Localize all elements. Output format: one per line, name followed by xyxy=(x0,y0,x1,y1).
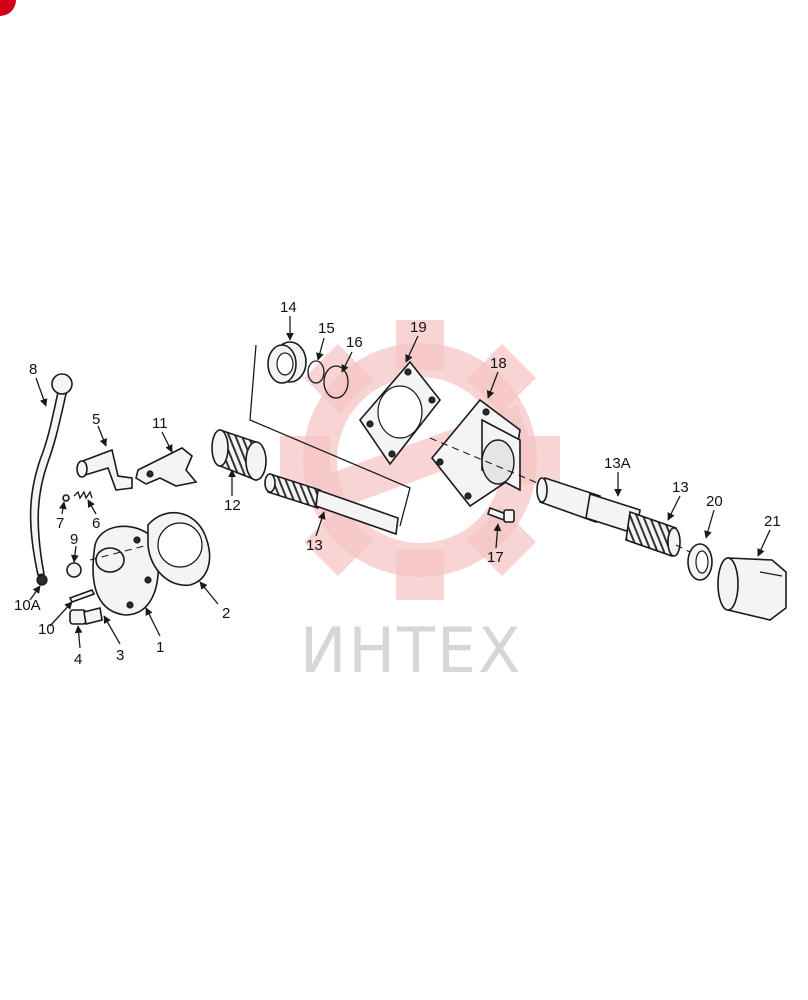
callout-13a: 13A xyxy=(604,455,631,472)
snap-ring-part-15 xyxy=(307,360,325,384)
corner-badge xyxy=(0,0,16,16)
shaft-part-13-middle xyxy=(264,472,399,536)
callout-19: 19 xyxy=(410,319,427,336)
bolt-part-17 xyxy=(486,506,515,523)
callout-2: 2 xyxy=(222,605,230,622)
callout-4: 4 xyxy=(74,651,82,668)
ball-part-7 xyxy=(62,494,70,502)
callout-7: 7 xyxy=(56,515,64,532)
callout-17: 17 xyxy=(487,549,504,566)
callout-9: 9 xyxy=(70,531,78,548)
coupler-part-12 xyxy=(211,428,267,482)
callout-11: 11 xyxy=(152,415,168,432)
callout-5: 5 xyxy=(92,411,100,428)
callout-21: 21 xyxy=(764,513,781,530)
callout-16: 16 xyxy=(346,334,363,351)
ring-part-20 xyxy=(687,543,713,581)
gasket-part-19 xyxy=(358,360,442,466)
callout-18: 18 xyxy=(490,355,507,372)
splined-shaft-part-13-right xyxy=(625,510,681,558)
callout-12: 12 xyxy=(224,497,241,514)
pin-part-10 xyxy=(68,589,96,603)
washer-part-9 xyxy=(66,562,82,578)
plate-part-1 xyxy=(92,525,160,616)
callout-20: 20 xyxy=(706,493,723,510)
callout-8: 8 xyxy=(29,361,37,378)
housing-part-18 xyxy=(430,398,521,508)
retaining-ring-part-16 xyxy=(323,365,349,399)
callout-10: 10 xyxy=(38,621,55,638)
callout-13-middle: 13 xyxy=(306,537,323,554)
callout-14: 14 xyxy=(280,299,297,316)
spring-part-6 xyxy=(73,490,93,500)
shift-shaft-part-5 xyxy=(76,448,133,491)
callout-13-right: 13 xyxy=(672,479,689,496)
callout-15: 15 xyxy=(318,320,335,337)
shift-fork-part-11 xyxy=(135,447,198,487)
shaft-part-13a xyxy=(536,476,641,536)
callout-10a: 10A xyxy=(14,597,41,614)
bolt-part-4 xyxy=(69,607,103,625)
cap-part-21 xyxy=(717,557,787,621)
lever-part-8 xyxy=(29,373,73,576)
callout-3: 3 xyxy=(116,647,124,664)
callout-6: 6 xyxy=(92,515,100,532)
gasket-part-2 xyxy=(147,511,211,587)
seal-part-14 xyxy=(267,341,307,384)
callout-1: 1 xyxy=(156,639,164,656)
watermark-text: ИНТЕХ xyxy=(300,614,523,687)
nut-part-10a xyxy=(36,574,48,586)
